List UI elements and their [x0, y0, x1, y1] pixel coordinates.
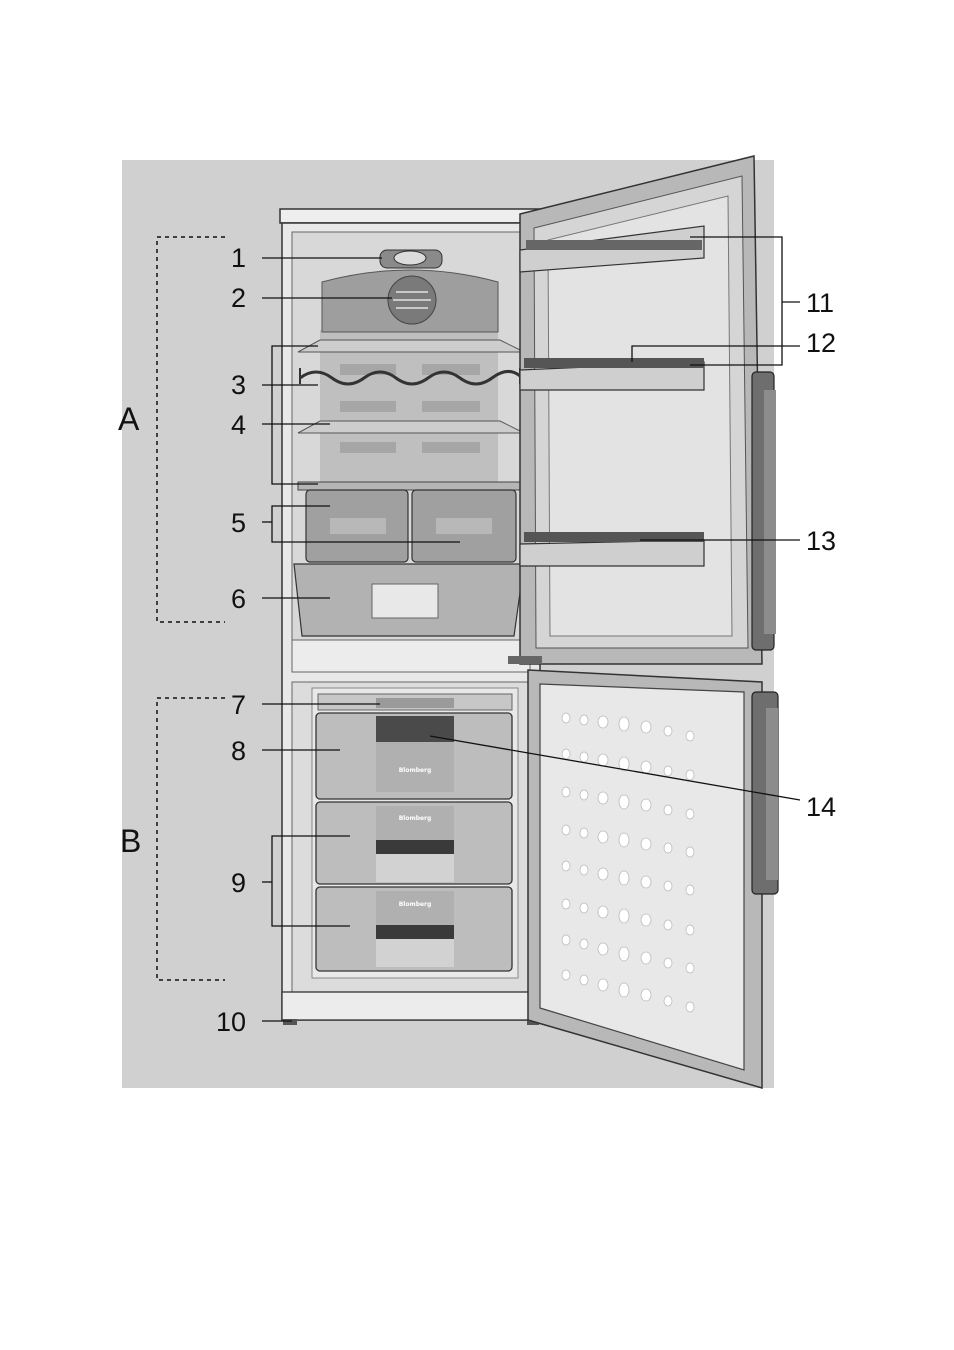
callout-6: 6: [231, 584, 246, 614]
door-shelf: [520, 540, 704, 566]
callout-2: 2: [231, 283, 246, 313]
callout-12: 12: [806, 328, 836, 358]
freezer-door: [528, 670, 778, 1088]
callout-11: 11: [806, 288, 834, 318]
drawer-brand-label: Blomberg: [399, 901, 432, 908]
callout-7: 7: [231, 690, 246, 720]
drawer-brand-label: Blomberg: [399, 767, 432, 774]
fridge-door: [508, 156, 776, 664]
callout-9: 9: [231, 868, 246, 898]
section-label-b: B: [120, 823, 141, 859]
adjustable-foot: [283, 1019, 297, 1025]
callout-5: 5: [231, 508, 246, 538]
drawer-brand-label: Blomberg: [399, 815, 432, 822]
callout-3: 3: [231, 370, 246, 400]
callout-14: 14: [806, 792, 836, 822]
glass-shelf: [298, 340, 524, 352]
callout-10: 10: [216, 1007, 246, 1037]
callout-8: 8: [231, 736, 246, 766]
callout-1: 1: [231, 243, 246, 273]
fridge-interior: [294, 250, 524, 636]
callout-13: 13: [806, 526, 836, 556]
thermostat-knob: [394, 251, 426, 265]
freezer-interior: Blomberg Blomberg Blomberg: [312, 688, 518, 978]
glass-shelf: [298, 421, 524, 433]
section-label-a: A: [118, 401, 140, 437]
callout-4: 4: [231, 410, 246, 440]
